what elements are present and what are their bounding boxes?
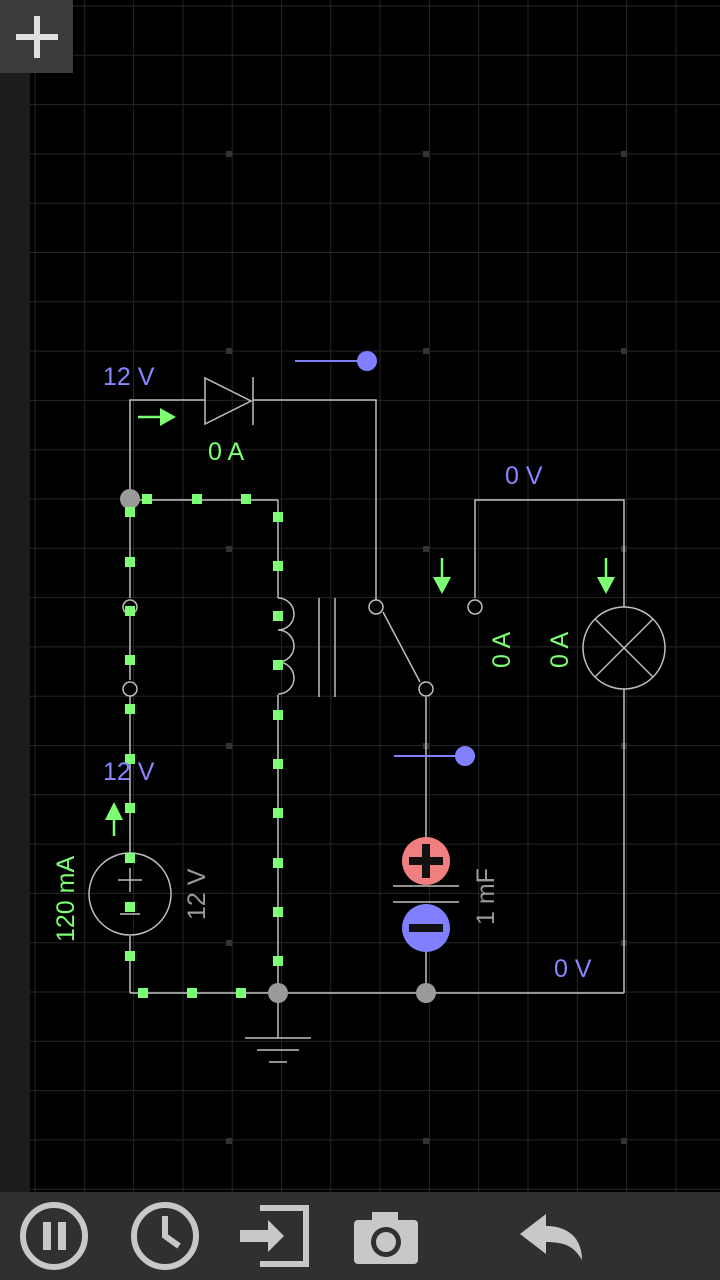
current-dot bbox=[192, 494, 202, 504]
current-dot bbox=[187, 988, 197, 998]
current-dot bbox=[236, 988, 246, 998]
export-icon bbox=[240, 1205, 309, 1267]
current-dot bbox=[273, 808, 283, 818]
pause-button[interactable] bbox=[18, 1202, 90, 1270]
circuit-canvas[interactable]: 12 V 0 A 0 V 0 A 0 A 12 V 120 mA 12 V 1 … bbox=[0, 0, 720, 1192]
undo-icon bbox=[520, 1214, 582, 1260]
voltage-label-top: 12 V bbox=[103, 363, 155, 391]
current-dot bbox=[125, 853, 135, 863]
current-dot bbox=[273, 611, 283, 621]
current-dot bbox=[241, 494, 251, 504]
lamp[interactable] bbox=[582, 606, 666, 690]
current-dot bbox=[125, 902, 135, 912]
relay-coil[interactable] bbox=[277, 597, 336, 697]
add-component-button[interactable] bbox=[0, 0, 73, 73]
probe-top[interactable] bbox=[295, 351, 377, 371]
current-dots bbox=[125, 494, 283, 998]
clock-icon bbox=[131, 1202, 199, 1270]
current-dot bbox=[125, 507, 135, 517]
junction-nodes bbox=[120, 489, 436, 1003]
camera-icon bbox=[354, 1212, 418, 1264]
diode[interactable] bbox=[204, 376, 254, 426]
capacitor-value-label: 1 mF bbox=[472, 868, 500, 925]
probe-middle[interactable] bbox=[394, 746, 475, 766]
current-dot bbox=[273, 956, 283, 966]
source-value-label: 12 V bbox=[183, 868, 211, 920]
current-dot bbox=[273, 759, 283, 769]
time-button[interactable] bbox=[129, 1202, 201, 1270]
current-dot bbox=[125, 606, 135, 616]
current-dot bbox=[138, 988, 148, 998]
switch-current-label: 0 A bbox=[488, 632, 516, 668]
pause-icon bbox=[20, 1202, 88, 1270]
bottom-toolbar bbox=[0, 1192, 720, 1280]
diode-current-label: 0 A bbox=[208, 438, 244, 466]
source-voltage-label: 12 V bbox=[103, 758, 155, 786]
left-sidebar bbox=[0, 0, 30, 1192]
current-dot bbox=[273, 858, 283, 868]
current-dot bbox=[125, 557, 135, 567]
capacitor[interactable] bbox=[393, 837, 459, 952]
lamp-voltage-label: 0 V bbox=[505, 462, 543, 490]
grid bbox=[30, 0, 720, 1192]
current-dot bbox=[125, 754, 135, 764]
current-arrows bbox=[105, 408, 615, 836]
camera-button[interactable] bbox=[350, 1202, 422, 1270]
current-dot bbox=[125, 951, 135, 961]
current-dot bbox=[125, 655, 135, 665]
current-dot bbox=[273, 512, 283, 522]
switch-contacts[interactable] bbox=[122, 599, 483, 697]
lamp-current-label: 0 A bbox=[546, 632, 574, 668]
plus-icon bbox=[15, 15, 58, 58]
current-dot bbox=[125, 704, 135, 714]
current-dot bbox=[273, 710, 283, 720]
export-button[interactable] bbox=[238, 1202, 310, 1270]
current-dot bbox=[273, 561, 283, 571]
current-dot bbox=[125, 803, 135, 813]
current-dot bbox=[273, 907, 283, 917]
undo-button[interactable] bbox=[516, 1202, 588, 1270]
bottom-right-voltage-label: 0 V bbox=[554, 955, 592, 983]
current-dot bbox=[273, 660, 283, 670]
current-dot bbox=[142, 494, 152, 504]
voltage-source[interactable] bbox=[88, 852, 172, 936]
source-current-label: 120 mA bbox=[52, 856, 80, 942]
